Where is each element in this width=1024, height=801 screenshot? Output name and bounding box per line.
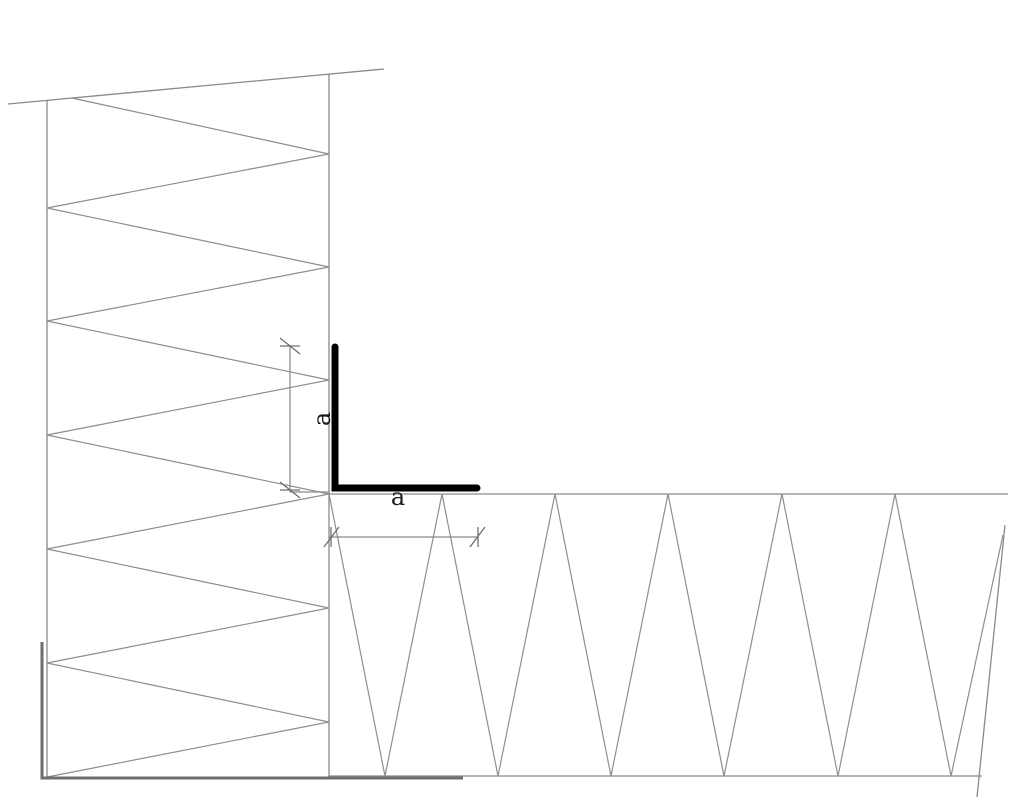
floor-insulation-panel: [328, 493, 1008, 798]
corner-angle-profile: [331, 343, 481, 492]
dimension-label-vertical: a: [308, 412, 336, 426]
dimension-horizontal: a: [323, 483, 486, 548]
base-angle: [40, 642, 463, 780]
left-zigzag: [46, 97, 330, 778]
floor-end-edge: [976, 524, 1006, 798]
dimension-vertical: a: [279, 337, 336, 499]
panel-top-edge: [7, 68, 385, 105]
floor-zigzag: [328, 493, 1004, 777]
left-insulation-panel: [7, 68, 385, 778]
